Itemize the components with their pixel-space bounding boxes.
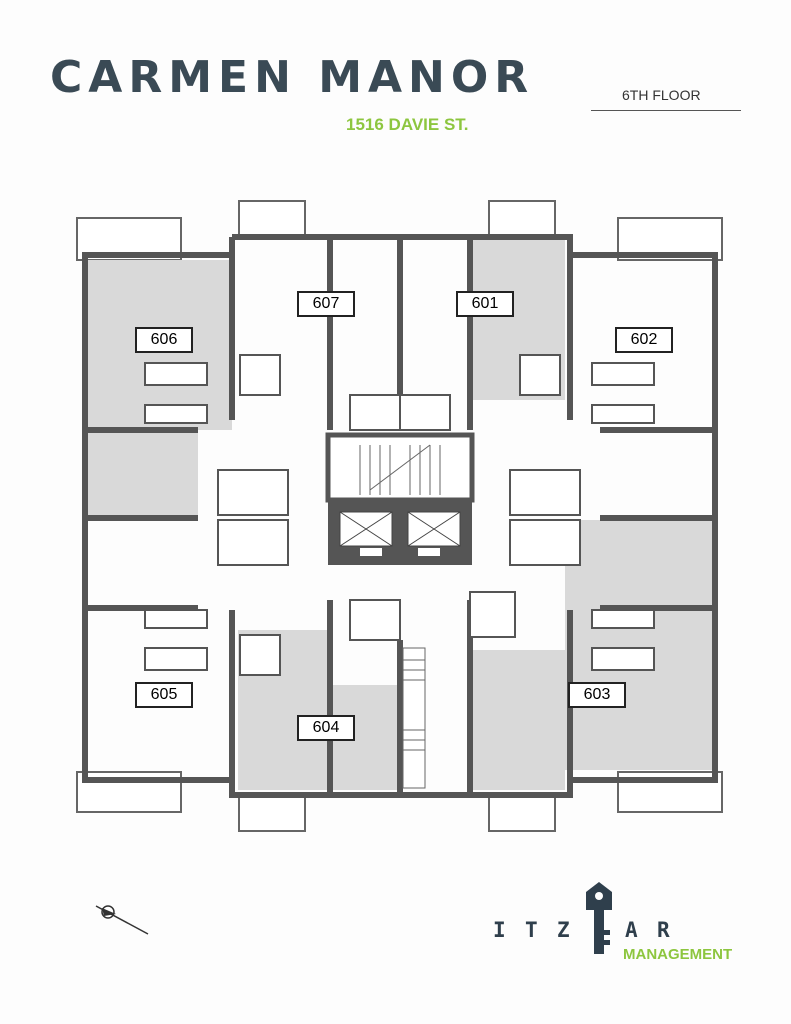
unit-label-606: 606 bbox=[135, 327, 193, 353]
building-core bbox=[325, 432, 475, 565]
unit-label-604: 604 bbox=[297, 715, 355, 741]
floor-label: 6TH FLOOR bbox=[622, 87, 701, 103]
key-icon bbox=[586, 882, 612, 954]
unit-label-607: 607 bbox=[297, 291, 355, 317]
building-name: CARMEN MANOR bbox=[50, 52, 535, 103]
floor-underline bbox=[591, 110, 741, 111]
unit-label-601: 601 bbox=[456, 291, 514, 317]
north-arrow-icon bbox=[95, 905, 149, 935]
balconies bbox=[76, 200, 723, 832]
south-stair bbox=[402, 647, 426, 789]
unit-label-603: 603 bbox=[568, 682, 626, 708]
unit-label-602: 602 bbox=[615, 327, 673, 353]
logo-subtitle: MANAGEMENT bbox=[623, 946, 733, 963]
unit-label-605: 605 bbox=[135, 682, 193, 708]
kitchens bbox=[144, 362, 655, 671]
building-address: 1516 DAVIE ST. bbox=[346, 115, 469, 134]
bathrooms bbox=[217, 354, 581, 676]
